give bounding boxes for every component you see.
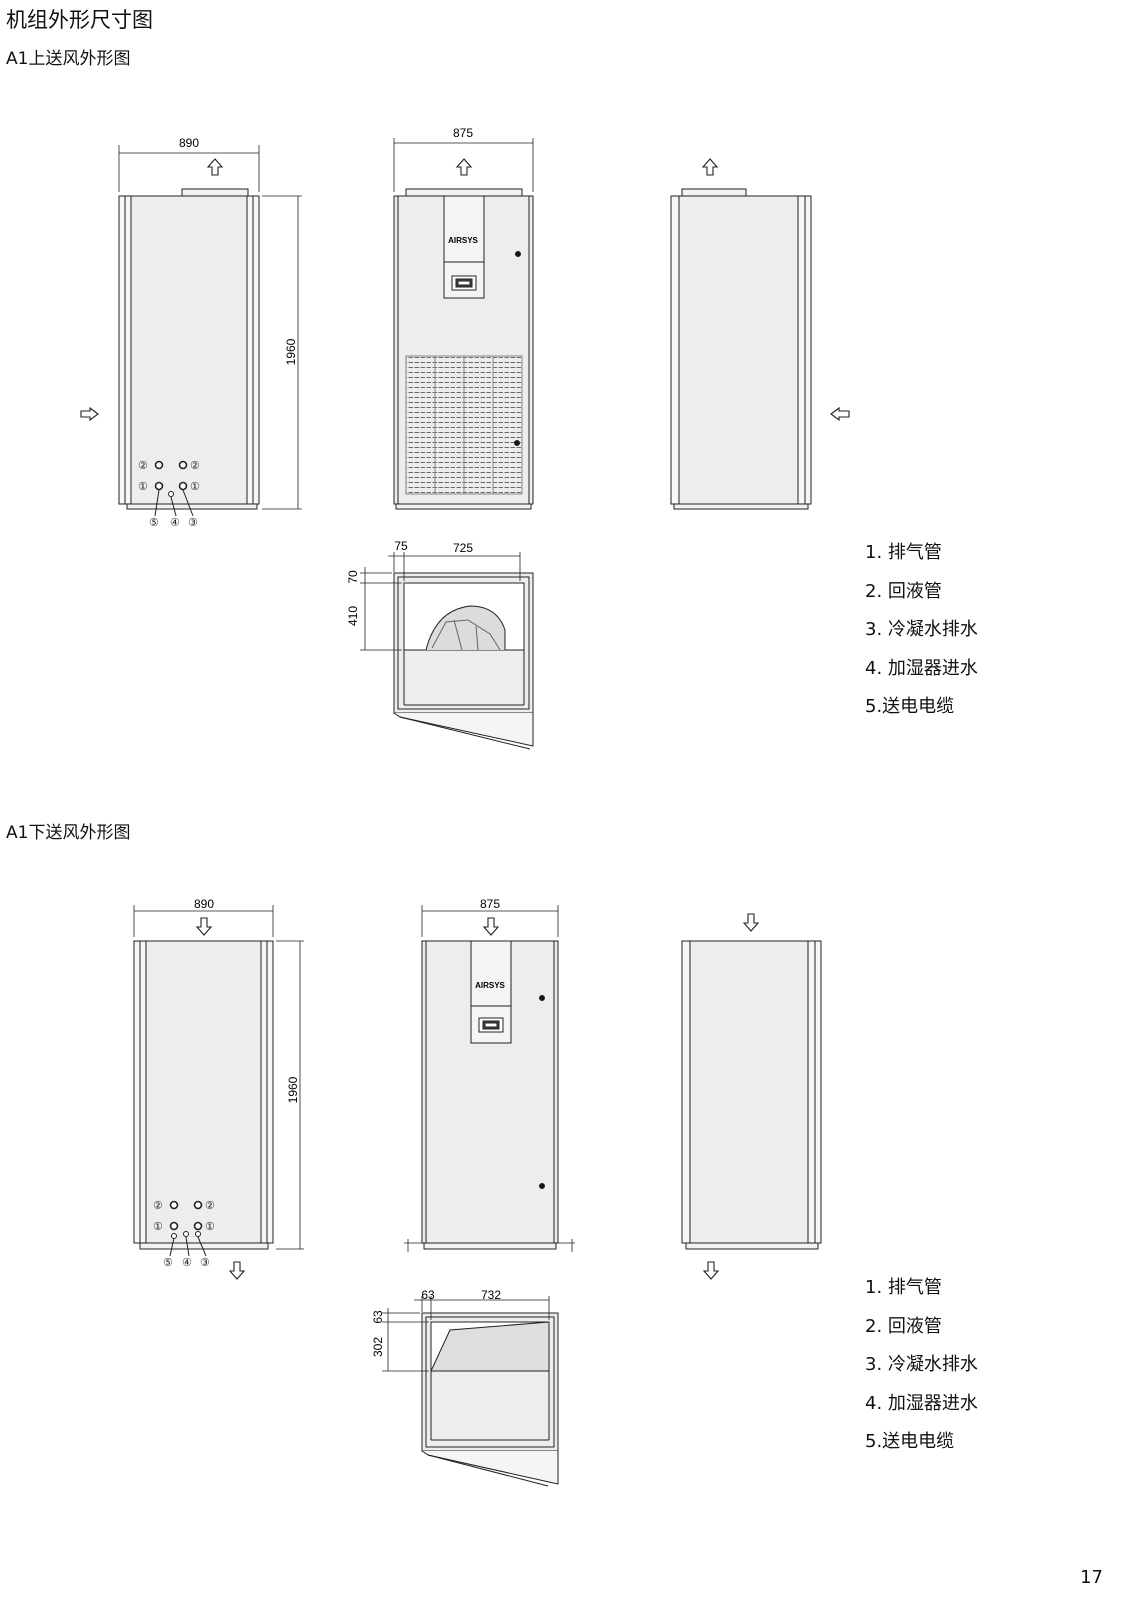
legend-item: 3. 冷凝水排水 <box>865 619 978 640</box>
dim-plan-frame: 63 <box>421 1288 435 1302</box>
legend-item: 3. 冷凝水排水 <box>865 1354 978 1375</box>
port-4-label: ④ <box>170 517 180 529</box>
legend-item: 5.送电电缆 <box>865 1431 955 1452</box>
side-view-right-top-supply <box>670 188 812 510</box>
front-view-top-supply <box>393 188 534 510</box>
dim-plan-top-margin: 63 <box>371 1310 385 1324</box>
dim-front-width: 875 <box>480 897 500 911</box>
side-view-left-bottom-supply <box>133 940 274 1257</box>
legend-bottom-supply: 1. 排气管 2. 回液管 3. 冷凝水排水 4. 加湿器进水 5.送电电缆 <box>865 1269 978 1462</box>
legend-item: 1. 排气管 <box>865 542 942 563</box>
brand-logo: AIRSYS <box>475 981 505 990</box>
side-view-right-bottom-supply <box>681 940 822 1250</box>
port-2-label: ② <box>153 1200 163 1212</box>
dim-plan-top-margin: 70 <box>346 570 360 584</box>
port-3-label: ③ <box>200 1257 210 1269</box>
dim-front-width: 875 <box>453 126 473 140</box>
legend-item: 4. 加湿器进水 <box>865 657 978 679</box>
dimension-lines-front-top <box>393 138 534 192</box>
port-labels-bottom-supply: ② ② ① ① ⑤ ④ ③ <box>153 1200 215 1269</box>
dim-side-width: 890 <box>194 897 214 911</box>
front-view-bottom-supply <box>404 940 575 1252</box>
dimension-lines-plan-bottom <box>382 1296 550 1372</box>
airflow-arrow-down-icon <box>195 917 246 1280</box>
airflow-arrow-left-icon <box>830 406 850 422</box>
side-view-left-top-supply <box>118 188 260 517</box>
port-1-label: ① <box>205 1221 215 1233</box>
dim-plan-opening-depth: 302 <box>371 1337 385 1357</box>
dim-side-width: 890 <box>179 136 199 150</box>
dimension-lines-plan-top <box>360 552 521 651</box>
plan-view-top-supply <box>393 572 534 750</box>
dimension-lines-side-bottom <box>133 905 304 1250</box>
airflow-arrow-down-icon <box>702 913 760 1280</box>
page-title: 机组外形尺寸图 <box>6 8 153 32</box>
dim-plan-opening-width: 732 <box>481 1288 501 1302</box>
airflow-arrow-down-icon <box>482 917 500 936</box>
page-number: 17 <box>1080 1567 1103 1588</box>
port-labels-top-supply: ② ② ① ① ⑤ ④ ③ <box>138 460 200 529</box>
airflow-arrow-up-icon <box>455 158 473 176</box>
legend-item: 5.送电电缆 <box>865 696 955 717</box>
dim-plan-opening-depth: 410 <box>346 606 360 626</box>
port-2-label: ② <box>190 460 200 472</box>
port-1-label: ① <box>153 1221 163 1233</box>
port-4-label: ④ <box>182 1257 192 1269</box>
dimension-lines-side-top <box>118 145 302 510</box>
airflow-arrow-right-icon <box>80 406 99 422</box>
dim-height: 1960 <box>286 1076 300 1103</box>
dim-plan-opening-width: 725 <box>453 541 473 555</box>
plan-view-bottom-supply <box>421 1312 559 1487</box>
port-2-label: ② <box>138 460 148 472</box>
brand-logo: AIRSYS <box>448 236 478 245</box>
port-1-label: ① <box>138 481 148 493</box>
dim-height: 1960 <box>284 338 298 365</box>
section-title-top-supply: A1上送风外形图 <box>6 49 131 69</box>
port-1-label: ① <box>190 481 200 493</box>
section-title-bottom-supply: A1下送风外形图 <box>6 823 131 843</box>
port-3-label: ③ <box>188 517 198 529</box>
legend-item: 1. 排气管 <box>865 1277 942 1298</box>
legend-item: 2. 回液管 <box>865 1315 942 1337</box>
legend-item: 4. 加湿器进水 <box>865 1392 978 1414</box>
legend-item: 2. 回液管 <box>865 580 942 602</box>
airflow-arrow-up-icon <box>701 158 719 176</box>
airflow-arrow-up-icon <box>206 158 224 176</box>
legend-top-supply: 1. 排气管 2. 回液管 3. 冷凝水排水 4. 加湿器进水 5.送电电缆 <box>865 534 978 727</box>
port-5-label: ⑤ <box>149 517 159 529</box>
port-2-label: ② <box>205 1200 215 1212</box>
dimension-lines-front-bottom <box>421 905 559 937</box>
dim-plan-frame: 75 <box>394 539 408 553</box>
port-5-label: ⑤ <box>163 1257 173 1269</box>
